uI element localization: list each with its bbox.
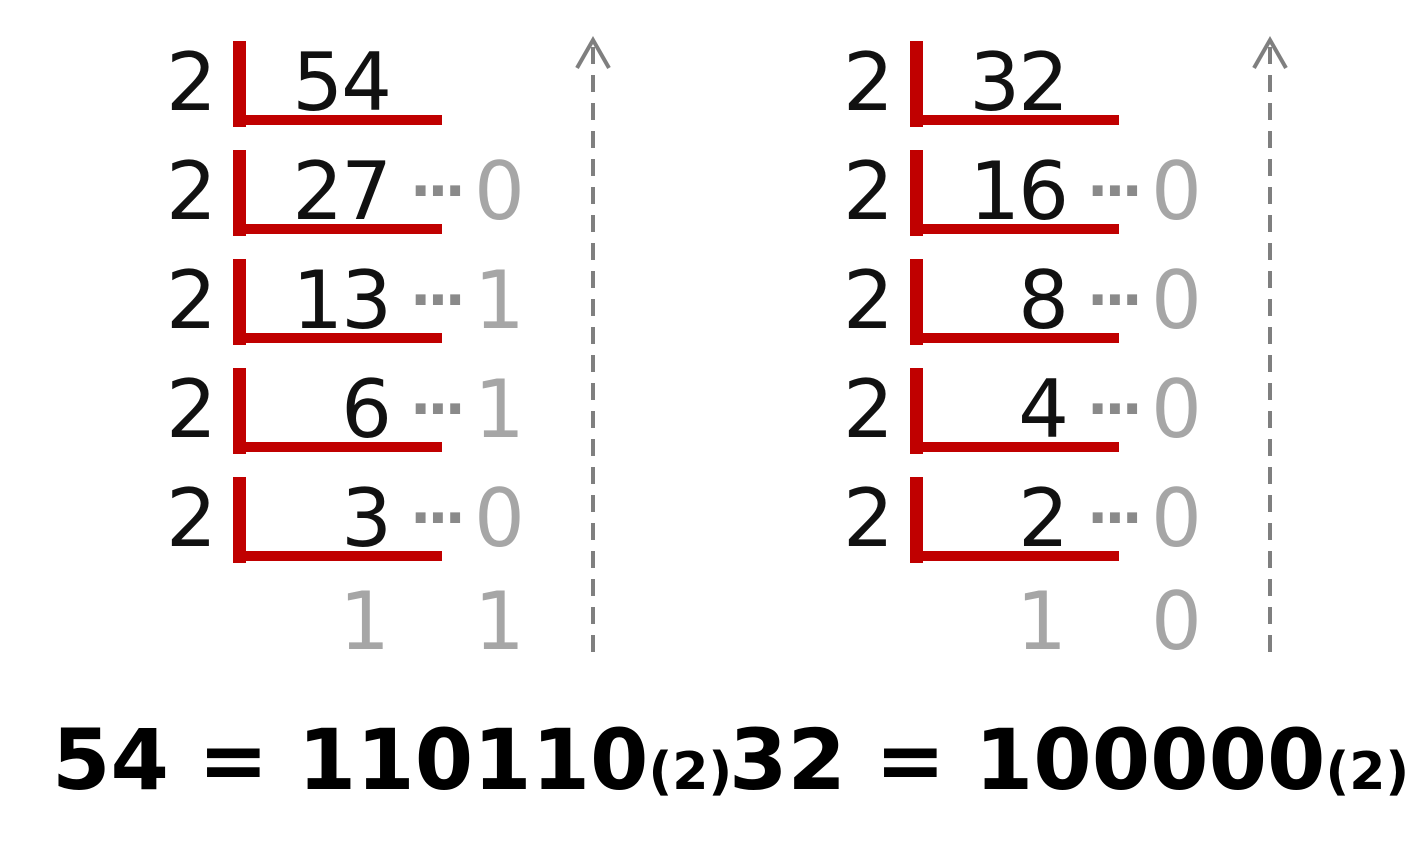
division-bracket-vertical bbox=[233, 477, 246, 563]
conversion-panel-54: 2 54 2 27 ··· 0 2 13 ··· 1 2 6 ··· 1 2 3… bbox=[0, 0, 732, 859]
division-row: 2 3 ··· 0 bbox=[0, 471, 560, 581]
division-bracket-vertical bbox=[910, 477, 923, 563]
ellipsis-dots: ··· bbox=[410, 159, 466, 224]
dividend: 2 bbox=[1018, 472, 1069, 565]
binary-result: 32 = 100000(2) bbox=[729, 710, 1409, 822]
division-bracket-horizontal bbox=[233, 333, 442, 343]
division-bracket-horizontal bbox=[910, 442, 1119, 452]
result-binary: 110110 bbox=[297, 711, 649, 809]
division-bracket-vertical bbox=[910, 259, 923, 345]
divisor: 2 bbox=[166, 145, 217, 238]
division-bracket-vertical bbox=[233, 368, 246, 454]
division-bracket-vertical bbox=[910, 368, 923, 454]
remainder: 0 bbox=[474, 472, 525, 565]
remainder: 1 bbox=[474, 363, 525, 456]
dividend: 4 bbox=[1018, 363, 1069, 456]
result-base: (2) bbox=[648, 742, 733, 802]
dividend: 32 bbox=[969, 36, 1069, 129]
final-quotient: 1 bbox=[1016, 575, 1067, 668]
division-bracket-horizontal bbox=[910, 224, 1119, 234]
division-bracket-horizontal bbox=[910, 333, 1119, 343]
ellipsis-dots: ··· bbox=[410, 486, 466, 551]
result-base: (2) bbox=[1325, 742, 1409, 802]
divisor: 2 bbox=[166, 254, 217, 347]
remainder: 0 bbox=[474, 145, 525, 238]
remainder: 0 bbox=[1151, 472, 1202, 565]
division-bracket-vertical bbox=[233, 150, 246, 236]
division-bracket-horizontal bbox=[233, 115, 442, 125]
divisor: 2 bbox=[843, 363, 894, 456]
dividend: 54 bbox=[292, 36, 392, 129]
division-row: 2 27 ··· 0 bbox=[0, 144, 560, 254]
final-remainder: 0 bbox=[1151, 575, 1202, 668]
division-bracket-horizontal bbox=[910, 551, 1119, 561]
division-bracket-vertical bbox=[910, 150, 923, 236]
division-row: 2 32 bbox=[677, 35, 1237, 145]
result-binary: 100000 bbox=[974, 711, 1326, 809]
dashed-up-arrow-icon bbox=[575, 35, 611, 652]
result-equals: = bbox=[198, 711, 269, 809]
division-row: 2 2 ··· 0 bbox=[677, 471, 1237, 581]
remainder: 0 bbox=[1151, 254, 1202, 347]
division-row: 2 4 ··· 0 bbox=[677, 362, 1237, 472]
division-bracket-vertical bbox=[910, 41, 923, 127]
ellipsis-dots: ··· bbox=[1087, 268, 1143, 333]
result-decimal: 54 bbox=[52, 711, 169, 809]
division-bracket-vertical bbox=[233, 259, 246, 345]
remainder: 1 bbox=[474, 254, 525, 347]
division-bracket-vertical bbox=[233, 41, 246, 127]
divisor: 2 bbox=[843, 145, 894, 238]
divisor: 2 bbox=[843, 36, 894, 129]
ellipsis-dots: ··· bbox=[410, 268, 466, 333]
division-bracket-horizontal bbox=[233, 224, 442, 234]
binary-result: 54 = 110110(2) bbox=[52, 710, 732, 822]
divisor: 2 bbox=[843, 254, 894, 347]
ellipsis-dots: ··· bbox=[1087, 486, 1143, 551]
dashed-up-arrow-icon bbox=[1252, 35, 1288, 652]
division-bracket-horizontal bbox=[233, 551, 442, 561]
conversion-panel-32: 2 32 2 16 ··· 0 2 8 ··· 0 2 4 ··· 0 2 2 … bbox=[677, 0, 1409, 859]
dividend: 27 bbox=[292, 145, 392, 238]
final-quotient: 1 bbox=[339, 575, 390, 668]
division-row: 2 13 ··· 1 bbox=[0, 253, 560, 363]
final-quotient-row: 1 0 bbox=[677, 582, 1237, 678]
final-quotient-row: 1 1 bbox=[0, 582, 560, 678]
dividend: 13 bbox=[292, 254, 392, 347]
ellipsis-dots: ··· bbox=[410, 377, 466, 442]
ellipsis-dots: ··· bbox=[1087, 159, 1143, 224]
divisor: 2 bbox=[843, 472, 894, 565]
division-row: 2 54 bbox=[0, 35, 560, 145]
division-bracket-horizontal bbox=[910, 115, 1119, 125]
divisor: 2 bbox=[166, 472, 217, 565]
division-row: 2 6 ··· 1 bbox=[0, 362, 560, 472]
remainder: 0 bbox=[1151, 145, 1202, 238]
dividend: 8 bbox=[1018, 254, 1069, 347]
remainder: 0 bbox=[1151, 363, 1202, 456]
division-row: 2 16 ··· 0 bbox=[677, 144, 1237, 254]
result-decimal: 32 bbox=[729, 711, 846, 809]
dividend: 6 bbox=[341, 363, 392, 456]
dividend: 16 bbox=[969, 145, 1069, 238]
final-remainder: 1 bbox=[474, 575, 525, 668]
result-equals: = bbox=[875, 711, 946, 809]
divisor: 2 bbox=[166, 36, 217, 129]
division-bracket-horizontal bbox=[233, 442, 442, 452]
division-row: 2 8 ··· 0 bbox=[677, 253, 1237, 363]
dividend: 3 bbox=[341, 472, 392, 565]
ellipsis-dots: ··· bbox=[1087, 377, 1143, 442]
divisor: 2 bbox=[166, 363, 217, 456]
